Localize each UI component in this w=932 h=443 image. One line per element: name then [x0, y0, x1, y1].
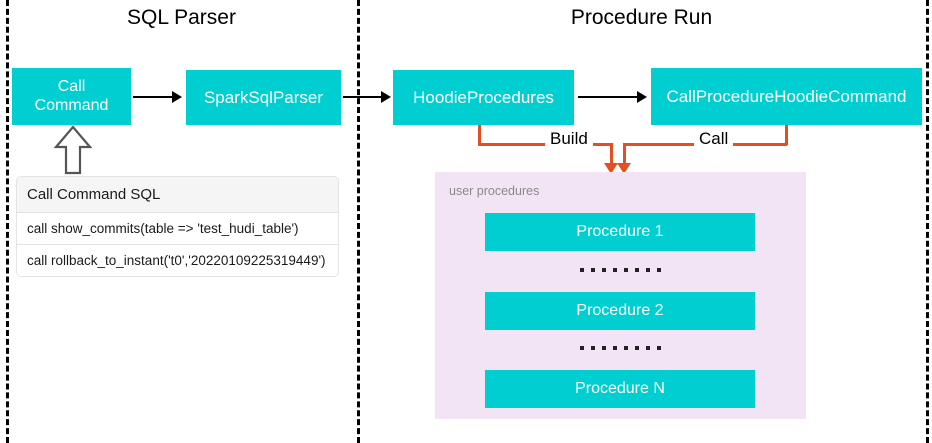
ellipsis-dot — [634, 346, 639, 350]
ellipsis-dot — [656, 346, 661, 350]
ellipsis-dot — [579, 346, 584, 350]
arrow-right-icon-parser-to-hoodie-line — [343, 96, 383, 98]
ellipsis-dot — [634, 268, 639, 272]
build-connector-drop — [610, 143, 613, 166]
ellipsis-dot — [590, 268, 595, 272]
edge-label-build: Build — [545, 129, 593, 149]
ellipsis-dot — [601, 268, 606, 272]
procedure-box[interactable]: Procedure 2 — [485, 292, 755, 330]
user-procedures-label: user procedures — [449, 184, 540, 198]
arrow-down-icon-call — [617, 163, 631, 174]
procedure-box[interactable]: Procedure N — [485, 370, 755, 408]
node-call-command-line1: Call — [57, 78, 86, 96]
ellipsis-dot — [612, 346, 617, 350]
node-call-command[interactable]: Call Command — [12, 68, 131, 125]
arrow-down-icon-build — [604, 163, 618, 174]
hollow-up-arrow-icon — [54, 125, 92, 175]
call-command-sql-list-header: Call Command SQL — [17, 177, 338, 213]
node-call-procedure-hoodie-command[interactable]: CallProcedureHoodieCommand — [651, 68, 922, 125]
ellipsis-dot — [623, 268, 628, 272]
ellipsis-dot — [612, 268, 617, 272]
user-procedures-panel: user procedures Procedure 1 Procedure 2 … — [435, 172, 806, 419]
node-call-command-label: Call Command — [35, 78, 109, 115]
dashed-divider-left — [6, 0, 9, 443]
arrow-right-icon-parser-to-hoodie — [381, 91, 391, 103]
ellipsis-separator — [485, 341, 755, 355]
call-connector-drop — [623, 143, 626, 166]
node-hoodie-procedures[interactable]: HoodieProcedures — [393, 70, 574, 125]
node-call-command-line2: Command — [34, 96, 109, 114]
list-item[interactable]: call show_commits(table => 'test_hudi_ta… — [17, 213, 338, 244]
ellipsis-dot — [601, 346, 606, 350]
section-title-sql-parser: SQL Parser — [127, 6, 236, 29]
build-connector-vertical — [478, 125, 481, 145]
dashed-divider-right — [926, 0, 929, 443]
list-item[interactable]: call rollback_to_instant('t0','202201092… — [17, 244, 338, 276]
ellipsis-dot — [623, 346, 628, 350]
ellipsis-dot — [645, 268, 650, 272]
node-spark-sql-parser[interactable]: SparkSqlParser — [186, 70, 341, 125]
ellipsis-dot — [656, 268, 661, 272]
ellipsis-dot — [590, 346, 595, 350]
call-connector-vertical — [785, 125, 788, 145]
dashed-divider-center — [357, 0, 360, 443]
section-title-procedure-run: Procedure Run — [570, 6, 713, 29]
ellipsis-dot — [645, 346, 650, 350]
arrow-right-icon-hoodie-to-command-line — [578, 96, 639, 98]
ellipsis-dot — [579, 268, 584, 272]
ellipsis-separator — [485, 263, 755, 277]
call-command-sql-list: Call Command SQL call show_commits(table… — [16, 176, 339, 277]
arrow-right-icon-call-to-parser-line — [133, 96, 174, 98]
procedure-box[interactable]: Procedure 1 — [485, 213, 755, 251]
arrow-right-icon-call-to-parser — [172, 91, 182, 103]
edge-label-call: Call — [694, 129, 734, 149]
arrow-right-icon-hoodie-to-command — [637, 91, 647, 103]
